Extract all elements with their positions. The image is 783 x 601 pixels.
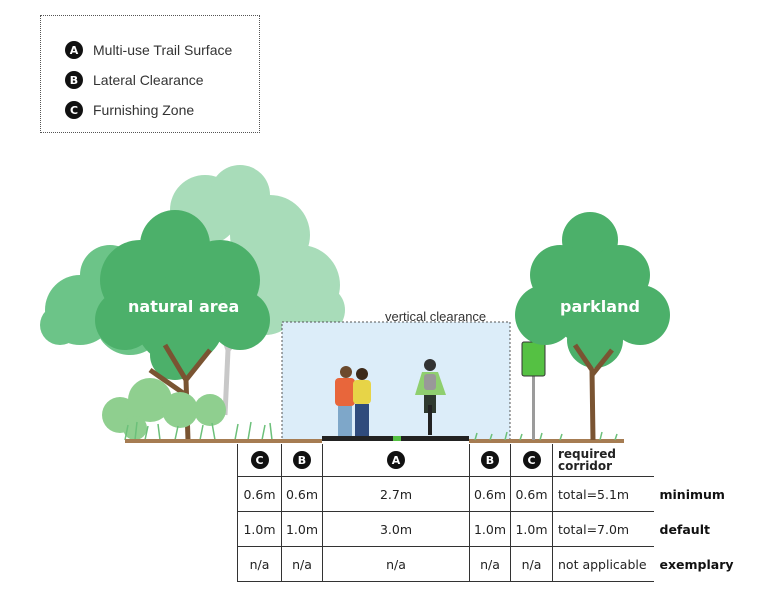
- table-cell: 0.6m: [510, 476, 553, 512]
- table-cell: 0.6m: [469, 476, 511, 512]
- shrub-icon: [102, 378, 226, 440]
- dimension-table: C B A B C required corridor 0.6m 0.6m 2.…: [237, 444, 734, 582]
- trail-marker-icon: [393, 436, 401, 441]
- grass-right-icon: [474, 431, 618, 441]
- badge-c-icon: C: [65, 101, 83, 119]
- legend-label: Lateral Clearance: [93, 72, 204, 88]
- table-row: 1.0m 1.0m 3.0m 1.0m 1.0m total=7.0m defa…: [237, 511, 734, 547]
- legend-item-furnishing-zone: C Furnishing Zone: [65, 100, 194, 120]
- table-cell: n/a: [510, 546, 553, 582]
- table-cell: n/a: [469, 546, 511, 582]
- badge-b-icon: B: [65, 71, 83, 89]
- header-cell: B: [469, 444, 511, 477]
- table-cell: 1.0m: [469, 511, 511, 547]
- header-cell: C: [237, 444, 282, 477]
- table-cell: 0.6m: [281, 476, 323, 512]
- trail-sign-icon: [521, 341, 546, 440]
- header-cell: B: [281, 444, 323, 477]
- legend-label: Multi-use Trail Surface: [93, 42, 233, 58]
- ground-right: [469, 439, 624, 443]
- badge-a-icon: A: [65, 41, 83, 59]
- table-level-label: minimum: [659, 486, 725, 502]
- table-cell: 1.0m: [281, 511, 323, 547]
- legend-box: A Multi-use Trail Surface B Lateral Clea…: [40, 15, 260, 133]
- legend-label: Furnishing Zone: [93, 102, 195, 118]
- legend-item-trail-surface: A Multi-use Trail Surface: [65, 40, 232, 60]
- table-row: 0.6m 0.6m 2.7m 0.6m 0.6m total=5.1m mini…: [237, 476, 734, 512]
- table-total-cell: not applicable: [552, 546, 654, 582]
- badge-c-icon: C: [250, 451, 269, 469]
- header-cell: A: [322, 444, 470, 477]
- vertical-clearance-label: vertical clearance: [385, 309, 487, 324]
- table-total-cell: total=7.0m: [552, 511, 654, 547]
- table-cell: 0.6m: [237, 476, 282, 512]
- table-level-label: exemplary: [659, 556, 734, 572]
- table-header-row: C B A B C required corridor: [237, 444, 734, 477]
- ground-left: [125, 439, 322, 443]
- badge-c-icon: C: [522, 451, 541, 469]
- pedestrians-icon: [335, 366, 371, 436]
- table-cell: n/a: [281, 546, 323, 582]
- table-cell: n/a: [322, 546, 470, 582]
- vertical-clearance-box: [281, 321, 511, 441]
- table-row: n/a n/a n/a n/a n/a not applicable exemp…: [237, 546, 734, 582]
- table-cell: 1.0m: [510, 511, 553, 547]
- header-required-corridor: required corridor: [552, 444, 654, 477]
- badge-b-icon: B: [481, 451, 499, 469]
- parkland-tree-icon: [515, 212, 670, 441]
- badge-a-icon: A: [387, 451, 405, 469]
- table-cell: 2.7m: [322, 476, 470, 512]
- table-cell: 3.0m: [322, 511, 470, 547]
- natural-area-tree-icon: [95, 210, 270, 441]
- natural-area-label: natural area: [128, 297, 240, 316]
- table-total-cell: total=5.1m: [552, 476, 654, 512]
- header-cell: C: [510, 444, 553, 477]
- table-cell: 1.0m: [237, 511, 282, 547]
- legend-item-lateral-clearance: B Lateral Clearance: [65, 70, 204, 90]
- header-level-cell: [654, 444, 734, 477]
- cyclist-icon: [415, 359, 446, 435]
- badge-b-icon: B: [293, 451, 311, 469]
- table-cell: n/a: [237, 546, 282, 582]
- parkland-label: parkland: [560, 297, 640, 316]
- table-level-label: default: [659, 521, 710, 537]
